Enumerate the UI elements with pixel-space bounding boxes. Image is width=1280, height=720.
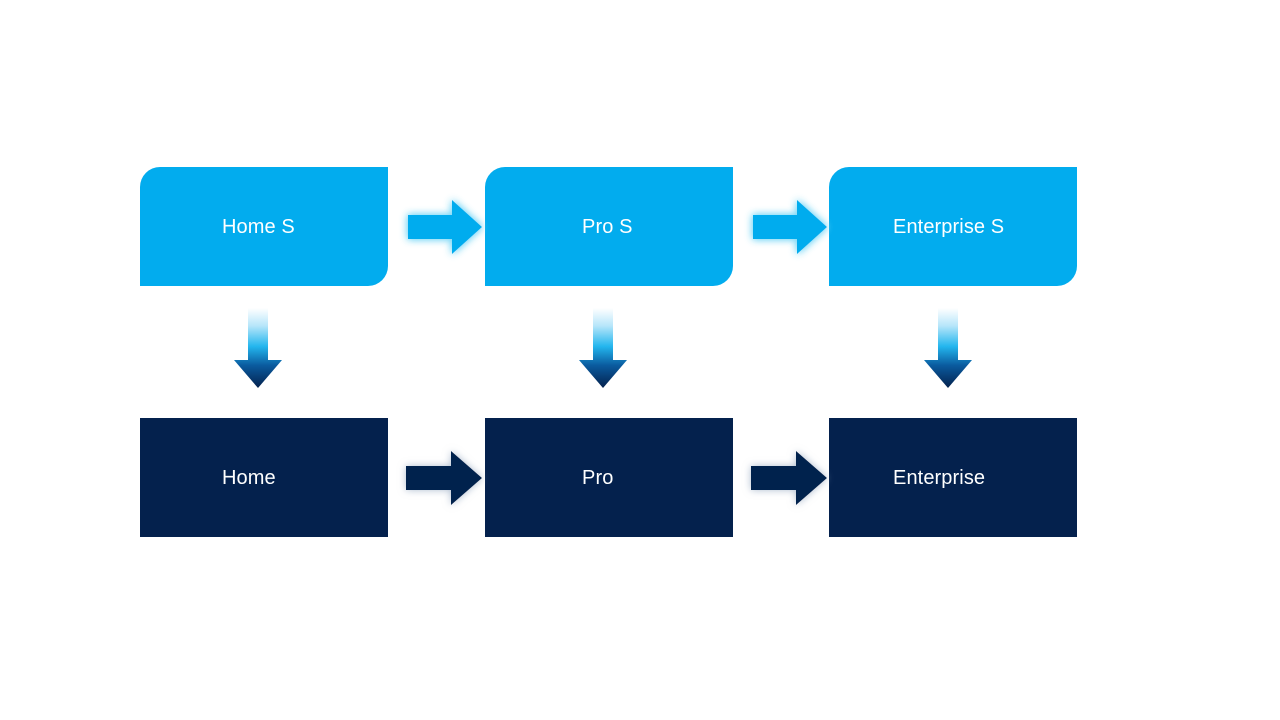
node-label: Enterprise S xyxy=(893,215,1005,238)
node-label: Pro xyxy=(582,466,614,489)
node-pro[interactable]: Pro xyxy=(485,418,733,537)
node-label: Pro S xyxy=(582,215,633,238)
arrow-down-icon xyxy=(924,308,972,388)
node-label: Home xyxy=(222,466,276,489)
node-enterprise-s[interactable]: Enterprise S xyxy=(829,167,1077,286)
arrow-right-icon xyxy=(408,200,482,254)
node-home-s[interactable]: Home S xyxy=(140,167,388,286)
arrow-down-icon xyxy=(234,308,282,388)
arrow-right-icon xyxy=(406,451,482,505)
node-pro-s[interactable]: Pro S xyxy=(485,167,733,286)
arrow-right-icon xyxy=(753,200,827,254)
arrow-down-icon xyxy=(579,308,627,388)
arrow-right-icon xyxy=(751,451,827,505)
node-label: Home S xyxy=(222,215,295,238)
node-label: Enterprise xyxy=(893,466,986,489)
node-home[interactable]: Home xyxy=(140,418,388,537)
node-enterprise[interactable]: Enterprise xyxy=(829,418,1077,537)
